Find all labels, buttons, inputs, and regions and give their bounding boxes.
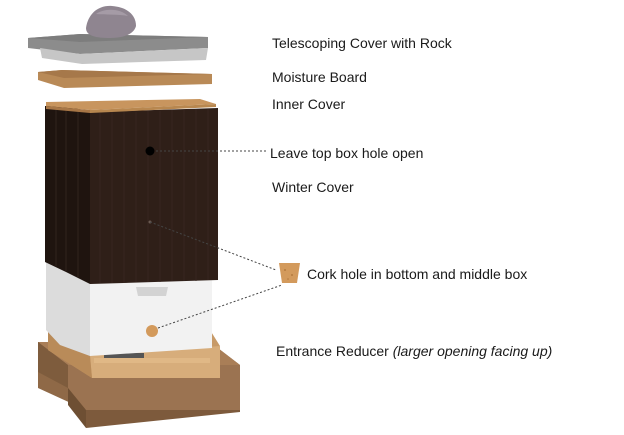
label-entrance-reducer: Entrance Reducer (larger opening facing … xyxy=(276,343,552,359)
leader-line-middle-hole xyxy=(149,221,277,271)
label-winter-cover: Winter Cover xyxy=(272,179,354,195)
entrance-reducer xyxy=(94,353,210,363)
telescoping-cover xyxy=(28,34,208,64)
label-inner-cover: Inner Cover xyxy=(272,96,346,112)
leader-line-bottom-hole xyxy=(157,284,283,329)
winter-cover xyxy=(45,106,218,284)
label-moisture-board: Moisture Board xyxy=(272,69,367,85)
inner-cover xyxy=(46,99,216,113)
bottom-box-cork xyxy=(146,325,158,337)
label-telescoping-cover: Telescoping Cover with Rock xyxy=(272,35,452,51)
cork-icon xyxy=(279,263,300,283)
label-leave-hole-open: Leave top box hole open xyxy=(270,145,424,161)
rock xyxy=(86,5,136,39)
entrance-reducer-text: Entrance Reducer xyxy=(276,343,389,359)
top-box-hole xyxy=(145,146,155,156)
moisture-board xyxy=(38,70,212,88)
label-cork-hole: Cork hole in bottom and middle box xyxy=(307,266,528,282)
entrance-reducer-note: (larger opening facing up) xyxy=(392,343,553,359)
